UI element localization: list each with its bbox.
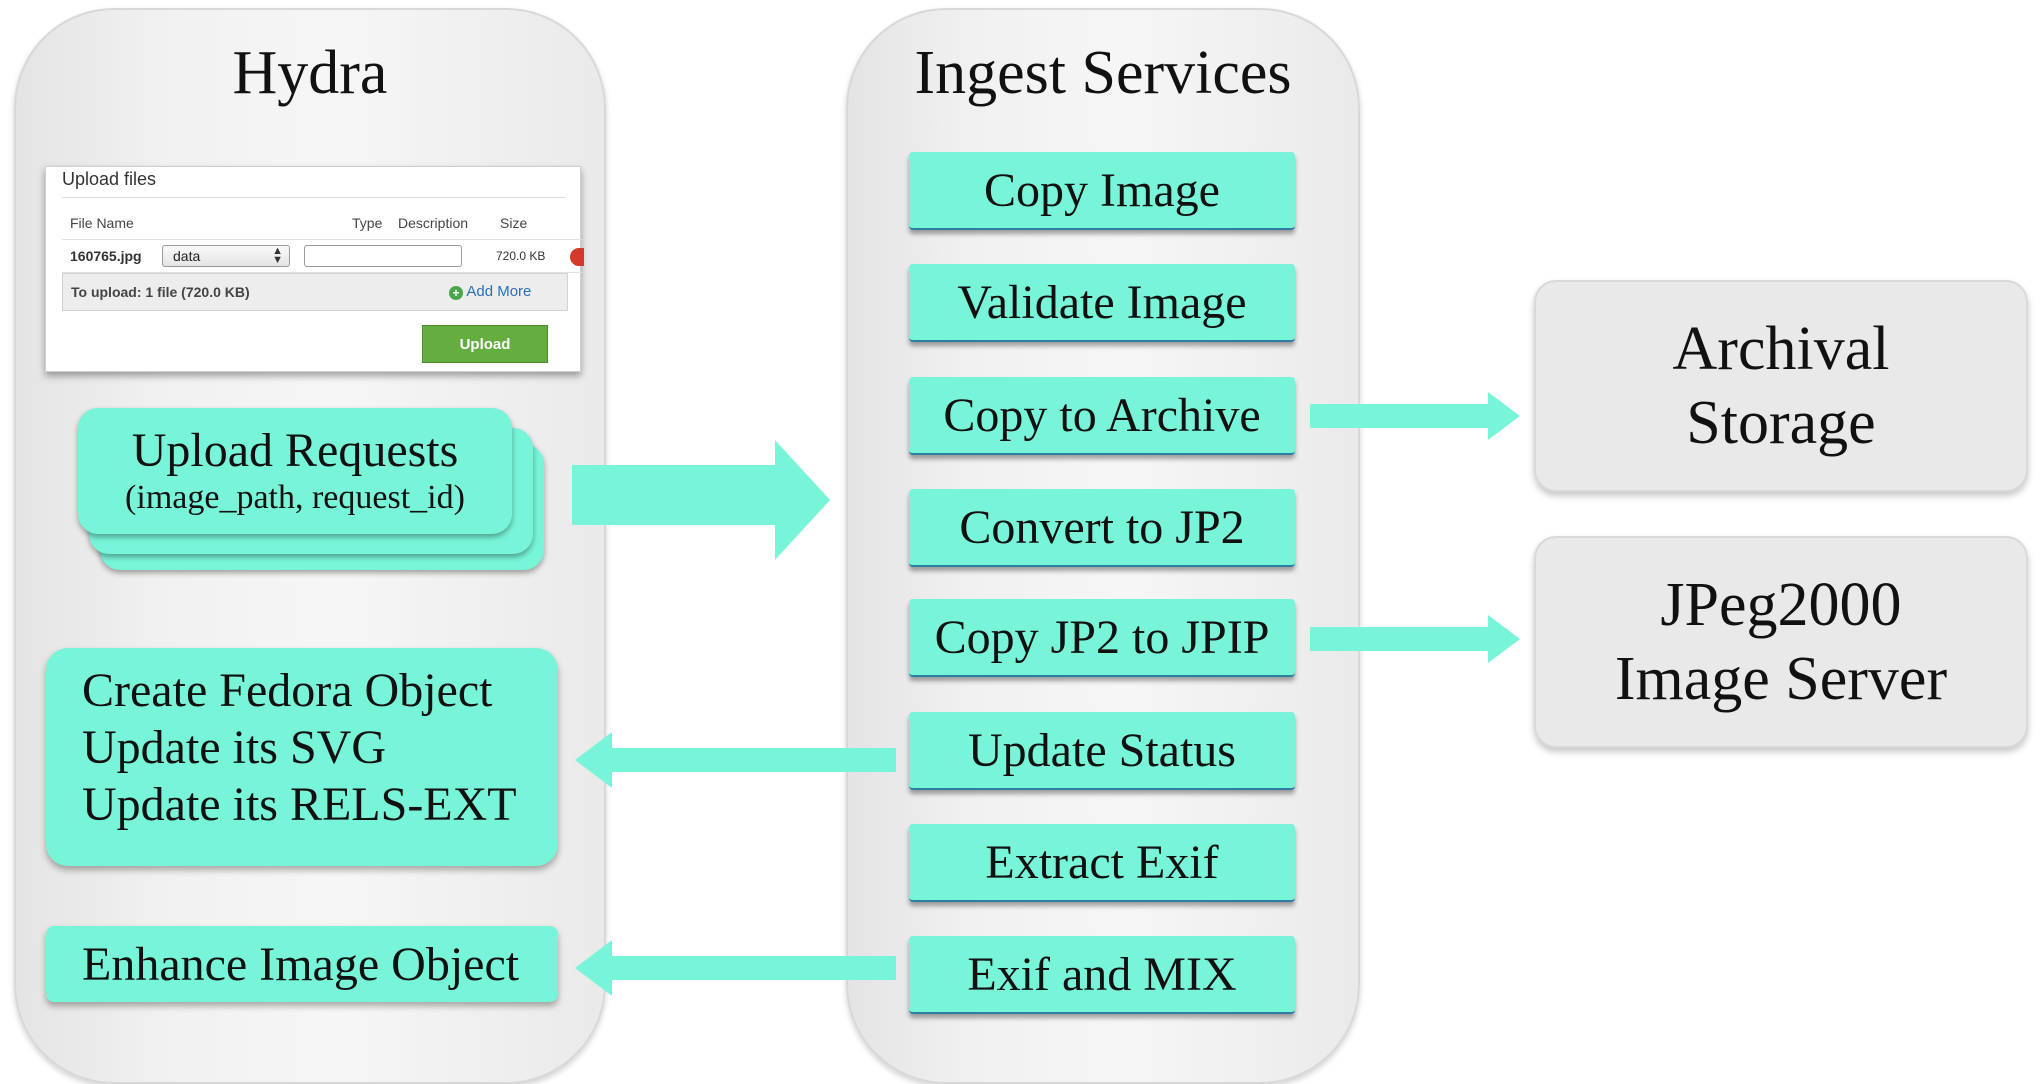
arrow-upload-to-ingest [572,440,830,560]
step-copy-jp2-to-jpip: Copy JP2 to JPIP [909,599,1295,677]
archival-line-1: Archival [1672,315,1890,383]
to-upload-summary: To upload: 1 file (720.0 KB) [71,284,250,300]
arrow-archive-to-storage [1310,392,1520,440]
step-copy-image: Copy Image [909,152,1295,230]
arrow-jpip-to-imageserver [1310,615,1520,663]
type-select-value: data [173,248,201,264]
step-exif-and-mix: Exif and MIX [909,936,1295,1014]
jpeg2000-line-2: Image Server [1614,645,1948,713]
file-row: 160765.jpg data ▲▼ 720.0 KB [62,239,584,273]
step-validate-image: Validate Image [909,264,1295,342]
ingest-services-title: Ingest Services [914,39,1292,107]
fedora-line-rels: Update its RELS-EXT [82,778,517,831]
remove-file-icon[interactable] [570,248,584,266]
select-arrows-icon: ▲▼ [272,245,283,266]
arrow-status-to-fedora [575,732,896,788]
enhance-label: Enhance Image Object [82,937,520,991]
plus-circle-icon: + [449,286,463,300]
step-convert-to-jp2: Convert to JP2 [909,489,1295,567]
add-more-link[interactable]: + Add More [449,283,531,300]
jpeg2000-server-box: JPeg2000 Image Server [1534,536,2028,748]
hydra-title: Hydra [232,39,388,107]
upload-widget-title: Upload files [62,169,157,189]
upload-title-divider [62,197,566,198]
arrow-exif-to-enhance [575,940,896,996]
upload-requests-card: Upload Requests (image_path, request_id) [78,408,512,534]
fedora-line-create: Create Fedora Object [82,664,493,717]
fedora-object-box: Create Fedora Object Update its SVG Upda… [46,648,558,866]
jpeg2000-line-1: JPeg2000 [1660,571,1902,639]
add-more-label: Add More [466,283,532,300]
upload-button[interactable]: Upload [422,325,548,363]
col-type: Type [352,215,383,231]
description-input[interactable] [304,245,462,267]
type-select[interactable]: data ▲▼ [162,245,290,267]
archival-line-2: Storage [1686,389,1876,457]
step-copy-to-archive: Copy to Archive [909,377,1295,455]
size-value: 720.0 KB [496,249,546,263]
upload-requests-title: Upload Requests [131,424,459,477]
col-size: Size [500,215,528,231]
enhance-image-object-box: Enhance Image Object [46,926,558,1002]
file-name-value: 160765.jpg [70,248,142,264]
upload-files-widget: Upload files File Name Type Description … [45,166,584,372]
upload-requests-subtitle: (image_path, request_id) [125,479,465,516]
archival-storage-box: Archival Storage [1534,280,2028,492]
step-extract-exif: Extract Exif [909,824,1295,902]
col-description: Description [398,215,469,231]
step-update-status: Update Status [909,712,1295,790]
fedora-line-svg: Update its SVG [82,721,386,774]
to-upload-bar: To upload: 1 file (720.0 KB) + Add More [62,273,568,311]
col-file-name: File Name [70,215,134,231]
